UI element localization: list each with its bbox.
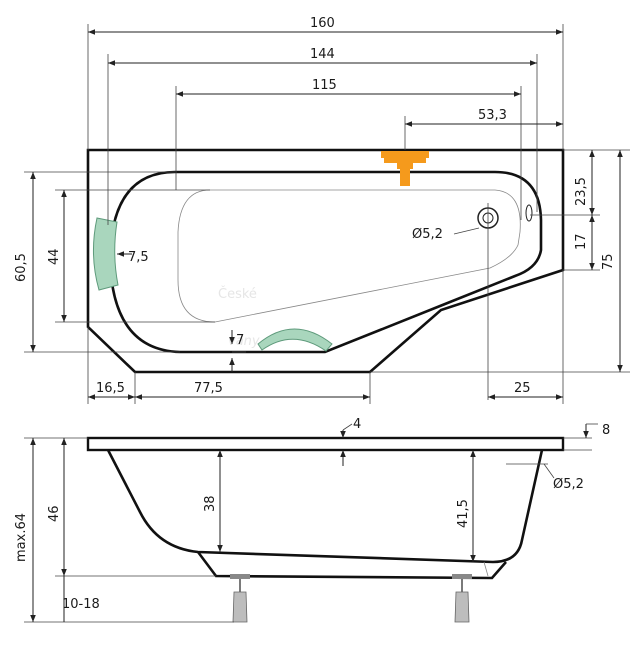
drain-leader xyxy=(453,227,480,235)
dim-label-10-18: 10-18 xyxy=(62,597,100,612)
dim-label-77-5: 77,5 xyxy=(194,381,223,396)
dim-label-max-64: max.64 xyxy=(14,513,29,562)
dim-label-144: 144 xyxy=(310,47,335,62)
rim xyxy=(86,436,565,452)
dim-label-7-5: 7,5 xyxy=(128,250,149,265)
watermark-line1: České xyxy=(218,286,257,302)
top-view: 160 144 115 53,3 60,5 44 7,5 7 Ø5,2 xyxy=(14,16,630,404)
headrest xyxy=(92,217,119,291)
dim-label-7: 7 xyxy=(236,333,244,348)
watermark-line2: vany xyxy=(228,334,260,349)
dim-label-44: 44 xyxy=(47,248,62,265)
armrest xyxy=(257,328,333,352)
drain-label: Ø5,2 xyxy=(412,227,443,242)
overflow-label: Ø5,2 xyxy=(553,477,584,492)
tub-body xyxy=(106,449,544,564)
dim-label-46: 46 xyxy=(47,505,62,522)
right-foot xyxy=(452,574,472,623)
dim-label-23-5: 23,5 xyxy=(574,177,589,206)
left-foot xyxy=(230,574,250,623)
dim-label-38: 38 xyxy=(203,495,218,512)
dim-label-4: 4 xyxy=(353,417,361,432)
dim-label-17: 17 xyxy=(574,233,589,250)
dim-label-8: 8 xyxy=(602,423,610,438)
dim-label-75: 75 xyxy=(601,253,616,270)
dim-label-60-5: 60,5 xyxy=(14,253,29,282)
inner-basin xyxy=(108,170,543,354)
dim-label-160: 160 xyxy=(310,16,335,31)
tub-outline xyxy=(86,148,565,374)
dim-label-25: 25 xyxy=(514,381,531,396)
dim-label-53-3: 53,3 xyxy=(478,108,507,123)
watermark: České vany xyxy=(218,286,260,349)
dim-label-16-5: 16,5 xyxy=(96,381,125,396)
side-view: 4 8 38 41,5 Ø5,2 max.64 46 10-18 xyxy=(14,417,610,623)
tap-icon xyxy=(381,151,429,186)
dim-label-115: 115 xyxy=(312,78,337,93)
tub-base xyxy=(196,551,507,580)
dim-label-41-5: 41,5 xyxy=(456,499,471,528)
overflow-mark xyxy=(525,204,533,222)
